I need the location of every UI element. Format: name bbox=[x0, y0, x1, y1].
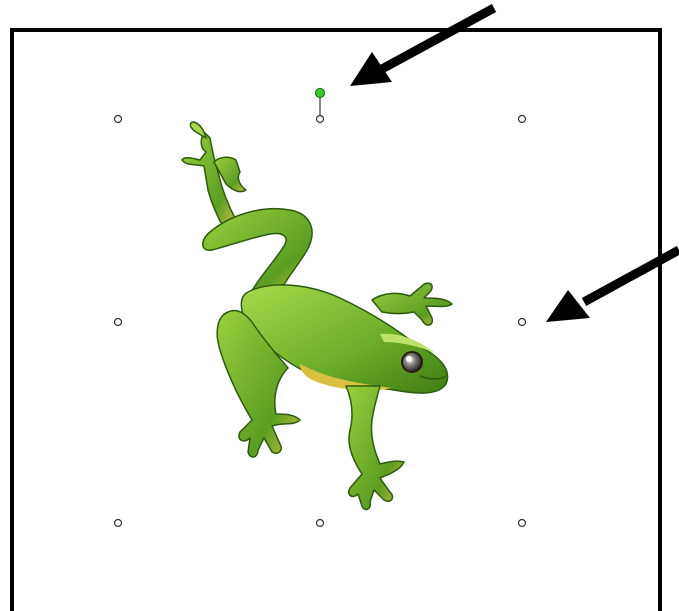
tree-frog-icon[interactable] bbox=[181, 121, 453, 511]
resize-handle-middle-left[interactable] bbox=[113, 317, 123, 327]
arrow-icon bbox=[546, 246, 679, 322]
resize-handle-bottom-center[interactable] bbox=[315, 518, 325, 528]
rotation-handle[interactable] bbox=[314, 87, 326, 99]
arrow-icon bbox=[350, 4, 497, 86]
resize-handle-top-right[interactable] bbox=[517, 114, 527, 124]
resize-handle-bottom-right[interactable] bbox=[517, 518, 527, 528]
resize-handle-middle-right[interactable] bbox=[517, 317, 527, 327]
selection-handles bbox=[113, 114, 527, 528]
resize-handle-top-left[interactable] bbox=[113, 114, 123, 124]
resize-handle-bottom-left[interactable] bbox=[113, 518, 123, 528]
resize-handle-top-center[interactable] bbox=[315, 114, 325, 124]
